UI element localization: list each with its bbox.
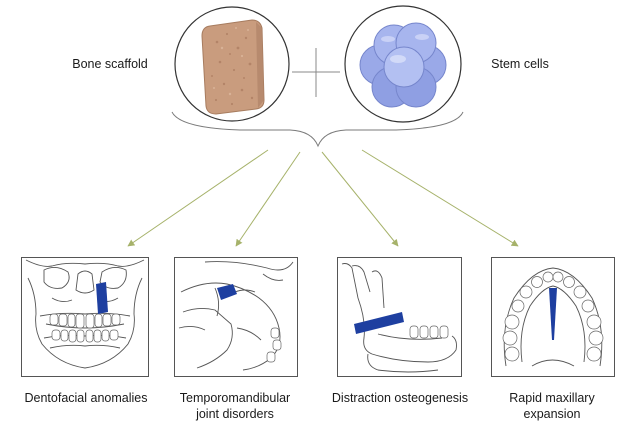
rme-panel [491,257,615,377]
graft-mark [96,282,108,314]
distraction-panel [337,257,462,377]
stem-cells-label: Stem cells [491,57,549,71]
dentofacial-panel [21,257,149,377]
rme-label-line1: Rapid maxillary [509,391,595,405]
tmj-illustration [178,261,294,371]
arrow-to-rme [361,149,519,247]
rme-label: Rapid maxillary expansion [482,390,622,422]
mandible-illustration [341,263,457,373]
rme-label-line2: expansion [523,407,581,421]
frontal-skull-illustration [25,259,145,369]
distraction-label-line1: Distraction osteogenesis [331,391,469,405]
tmj-label: Temporomandibular joint disorders [160,390,310,422]
arrow-to-distraction [321,151,399,247]
stem-cells-icon [359,22,447,108]
palate-illustration [502,267,604,367]
tmj-label-line2: joint disorders [196,407,274,421]
bone-scaffold-label: Bone scaffold [72,57,148,71]
distraction-label: Distraction osteogenesis [318,390,482,406]
tmj-label-line1: Temporomandibular [179,391,291,405]
graft-mark [217,284,237,300]
stem-cells-circle [344,5,462,123]
graft-mark [549,288,557,340]
arrow-to-dentofacial [127,149,269,247]
arrow-to-tmj [235,151,301,247]
grouping-brace [171,111,464,148]
graft-mark [354,312,404,334]
bone-scaffold-circle [174,6,290,122]
plus-icon [292,48,340,97]
bone-scaffold-icon [201,19,265,115]
tmj-panel [174,257,298,377]
dentofacial-label-line1: Dentofacial anomalies [24,391,148,405]
dentofacial-label: Dentofacial anomalies [8,390,164,406]
